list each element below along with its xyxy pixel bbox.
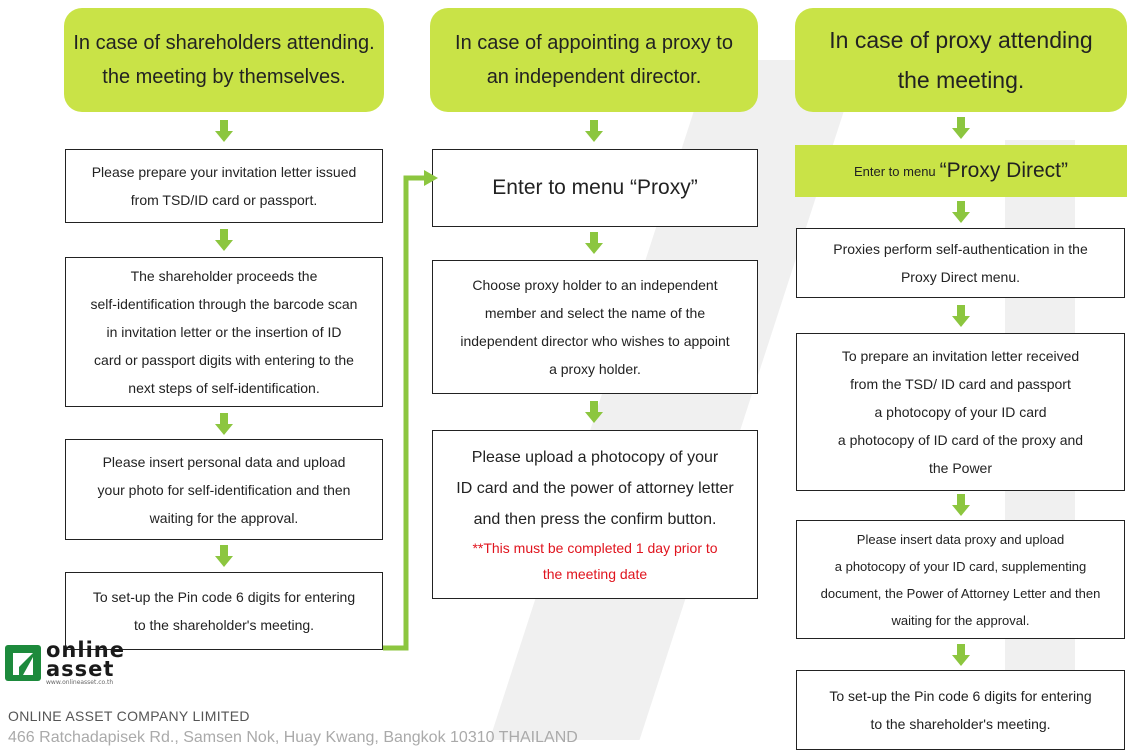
online-asset-logo-icon: [5, 645, 41, 681]
step-line: To set-up the Pin code 6 digits for ente…: [92, 589, 356, 605]
step-line: Please insert personal data and upload: [102, 453, 346, 470]
menu-name: “Proxy Direct”: [939, 159, 1068, 182]
down-arrow-icon: [215, 413, 233, 435]
down-arrow-icon: [215, 120, 233, 142]
step-prepare-documents: To prepare an invitation letter received…: [796, 333, 1125, 491]
deadline-note: **This must be completed 1 day prior to: [472, 540, 718, 556]
step-insert-proxy-data: Please insert data proxy and upload a ph…: [796, 520, 1125, 639]
step-line: a photocopy of your ID card: [874, 404, 1047, 420]
step-line: Please upload a photocopy of your: [471, 449, 719, 466]
step-line: in invitation letter or the insertion of…: [106, 324, 342, 340]
step-line: To prepare an invitation letter received: [841, 348, 1080, 364]
step-line: To set-up the Pin code 6 digits for ente…: [829, 688, 1092, 704]
step-line: document, the Power of Attorney Letter a…: [820, 585, 1101, 601]
step-line: Proxies perform self-authentication in t…: [833, 241, 1088, 257]
step-enter-proxy-menu: Enter to menu “Proxy”: [432, 149, 758, 227]
down-arrow-icon: [215, 545, 233, 567]
step-line: Please insert data proxy and upload: [856, 531, 1065, 547]
step-line: to the shareholder's meeting.: [870, 716, 1051, 732]
header-proxy-attend: In case of proxy attending the meeting.: [795, 8, 1127, 112]
header-line: the meeting.: [897, 67, 1025, 93]
step-line: the Power: [928, 460, 993, 476]
down-arrow-icon: [952, 117, 970, 139]
header-line: In case of proxy attending: [829, 27, 1093, 53]
step-line: Choose proxy holder to an independent: [472, 277, 718, 293]
header-appoint-proxy: In case of appointing a proxy to an inde…: [430, 8, 758, 112]
company-address: 466 Ratchadapisek Rd., Samsen Nok, Huay …: [8, 729, 578, 746]
step-line: The shareholder proceeds the: [130, 268, 318, 284]
step-line: a proxy holder.: [549, 361, 641, 377]
step-choose-proxy-holder: Choose proxy holder to an independent me…: [432, 260, 758, 394]
step-line: from TSD/ID card or passport.: [130, 192, 318, 208]
step-line: Proxy Direct menu.: [900, 269, 1021, 285]
step-line: ID card and the power of attorney letter: [456, 480, 734, 497]
connector-arrow-icon: [383, 170, 438, 651]
step-line: to the shareholder's meeting.: [133, 617, 315, 633]
step-self-authentication: Proxies perform self-authentication in t…: [796, 228, 1125, 298]
step-line: your photo for self-identification and t…: [97, 481, 351, 498]
step-upload-photocopy: Please upload a photocopy of your ID car…: [432, 430, 758, 599]
down-arrow-icon: [585, 401, 603, 423]
step-prepare-invitation: Please prepare your invitation letter is…: [65, 149, 383, 223]
step-line: a photocopy of your ID card, supplementi…: [834, 558, 1087, 574]
step-line: next steps of self-identification.: [128, 380, 320, 396]
down-arrow-icon: [585, 120, 603, 142]
down-arrow-icon: [585, 232, 603, 254]
header-self-attend: In case of shareholders attending. the m…: [64, 8, 384, 112]
company-name: ONLINE ASSET COMPANY LIMITED: [8, 708, 250, 724]
step-line: from the TSD/ ID card and passport: [850, 376, 1071, 392]
down-arrow-icon: [952, 201, 970, 223]
deadline-note: the meeting date: [542, 566, 648, 582]
header-line: In case of shareholders attending.: [73, 32, 375, 54]
logo-word-asset: asset: [46, 657, 115, 681]
step-line: card or passport digits with entering to…: [94, 352, 354, 368]
down-arrow-icon: [952, 494, 970, 516]
step-self-identification: The shareholder proceeds the self-identi…: [65, 257, 383, 407]
step-line: a photocopy of ID card of the proxy and: [837, 432, 1084, 448]
step-line: and then press the confirm button.: [473, 511, 717, 528]
step-line: waiting for the approval.: [149, 509, 299, 526]
header-line: In case of appointing a proxy to: [455, 32, 733, 54]
logo-url: www.onlineasset.co.th: [46, 679, 114, 686]
step-line: member and select the name of the: [484, 305, 706, 321]
step-line: independent director who wishes to appoi…: [460, 333, 730, 349]
step-setup-pin-proxy: To set-up the Pin code 6 digits for ente…: [796, 670, 1125, 750]
step-setup-pin: To set-up the Pin code 6 digits for ente…: [65, 572, 383, 650]
step-line: Enter to menu “Proxy”: [492, 176, 698, 199]
down-arrow-icon: [952, 644, 970, 666]
logo-word-online: online: [46, 638, 125, 662]
down-arrow-icon: [215, 229, 233, 251]
step-line: Please prepare your invitation letter is…: [91, 164, 357, 180]
header-line: the meeting by themselves.: [102, 66, 346, 88]
step-line: self-identification through the barcode …: [90, 296, 358, 312]
step-enter-proxy-direct-menu: Enter to menu “Proxy Direct”: [795, 145, 1127, 197]
step-line: waiting for the approval.: [891, 612, 1030, 628]
down-arrow-icon: [952, 305, 970, 327]
logo-wordmark: online asset www.onlineasset.co.th: [46, 638, 186, 687]
header-line: an independent director.: [486, 66, 702, 88]
step-insert-personal-data: Please insert personal data and upload y…: [65, 439, 383, 540]
menu-prefix: Enter to menu: [854, 163, 936, 179]
